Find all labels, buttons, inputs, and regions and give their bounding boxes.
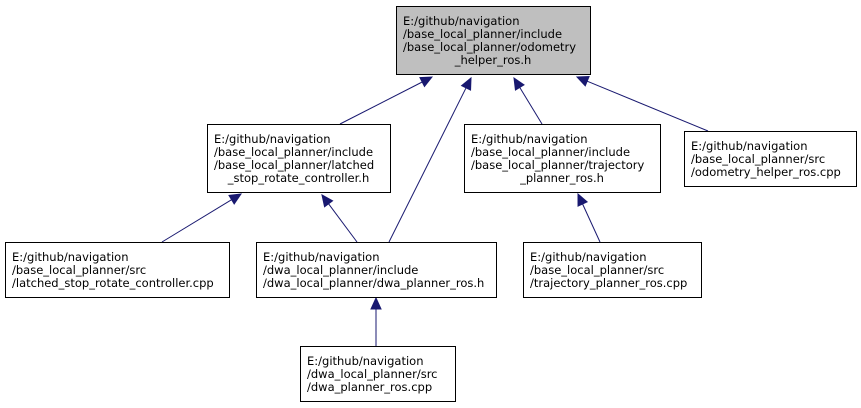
edge-arrowhead-icon	[577, 192, 589, 207]
edge-line	[161, 199, 232, 243]
node-box	[256, 242, 497, 298]
edge-arrowhead-icon	[321, 194, 334, 208]
edge-dwa_planner_ros_cpp-to-dwa_planner_ros_h	[370, 296, 382, 346]
edge-latched_stop_rotate_controller_cpp-to-latched_stop_rotate_controller_h	[161, 193, 243, 243]
node-label-line: /latched_stop_rotate_controller.cpp	[12, 276, 214, 290]
node-box	[396, 6, 591, 75]
nodes-layer: E:/github/navigation/base_local_planner/…	[5, 6, 857, 402]
node-label-line: /dwa_local_planner/include	[263, 263, 418, 277]
node-label-line: /base_local_planner/src	[530, 263, 664, 277]
node-label-line: E:/github/navigation	[403, 14, 519, 28]
node-trajectory_planner_ros_cpp[interactable]: E:/github/navigation/base_local_planner/…	[523, 242, 702, 298]
node-latched_stop_rotate_controller_h[interactable]: E:/github/navigation/base_local_planner/…	[207, 124, 391, 193]
node-dwa_planner_ros_cpp[interactable]: E:/github/navigation/dwa_local_planner/s…	[300, 346, 456, 402]
node-label-line: /base_local_planner/odometry	[403, 40, 576, 54]
edge-line	[328, 203, 358, 243]
edge-dwa_planner_ros_h-to-latched_stop_rotate_controller_h	[321, 194, 358, 243]
node-trajectory_planner_ros_h[interactable]: E:/github/navigation/base_local_planner/…	[464, 124, 661, 193]
node-label-line: /base_local_planner/include	[471, 145, 630, 159]
node-label-line: /base_local_planner/latched	[214, 158, 374, 172]
node-label-line: /base_local_planner/src	[691, 152, 825, 166]
edge-line	[586, 80, 709, 132]
edge-line	[388, 87, 467, 243]
edge-odometry_helper_ros_cpp-to-odometry_helper_ros_h	[575, 76, 709, 132]
edge-arrowhead-icon	[370, 296, 382, 310]
node-label-line: /base_local_planner/include	[403, 27, 562, 41]
node-label-line: E:/github/navigation	[214, 132, 330, 146]
node-dwa_planner_ros_h[interactable]: E:/github/navigation/dwa_local_planner/i…	[256, 242, 497, 298]
edge-line	[519, 87, 543, 125]
node-label-line: E:/github/navigation	[12, 250, 128, 264]
node-label-line: _stop_rotate_controller.h	[227, 171, 370, 185]
edge-dwa_planner_ros_h-to-odometry_helper_ros_h	[388, 76, 472, 243]
node-box	[300, 346, 456, 402]
edge-latched_stop_rotate_controller_h-to-odometry_helper_ros_h	[339, 76, 434, 125]
edge-arrowhead-icon	[228, 193, 243, 205]
edges-layer	[161, 76, 709, 346]
edge-arrowhead-icon	[575, 76, 590, 87]
node-latched_stop_rotate_controller_cpp[interactable]: E:/github/navigation/base_local_planner/…	[5, 242, 230, 298]
node-label-line: /base_local_planner/include	[214, 145, 373, 159]
node-label-line: _helper_ros.h	[454, 53, 532, 67]
node-box	[207, 124, 391, 193]
node-label-line: /dwa_planner_ros.cpp	[307, 380, 432, 394]
node-box	[464, 124, 661, 193]
node-label-line: E:/github/navigation	[530, 250, 646, 264]
node-box	[684, 131, 857, 187]
node-box	[523, 242, 702, 298]
edge-line	[339, 81, 423, 125]
node-label-line: /trajectory_planner_ros.cpp	[530, 276, 687, 290]
edge-line	[582, 203, 601, 243]
edge-arrowhead-icon	[419, 76, 434, 88]
node-label-line: E:/github/navigation	[307, 354, 423, 368]
node-label-line: E:/github/navigation	[471, 132, 587, 146]
node-label-line: E:/github/navigation	[263, 250, 379, 264]
node-odometry_helper_ros_h: E:/github/navigation/base_local_planner/…	[396, 6, 591, 75]
node-odometry_helper_ros_cpp[interactable]: E:/github/navigation/base_local_planner/…	[684, 131, 857, 187]
node-label-line: /dwa_local_planner/src	[307, 367, 438, 381]
edge-trajectory_planner_ros_cpp-to-trajectory_planner_ros_h	[577, 192, 601, 243]
edge-arrowhead-icon	[513, 76, 525, 91]
edge-trajectory_planner_ros_h-to-odometry_helper_ros_h	[513, 76, 543, 125]
node-label-line: E:/github/navigation	[691, 139, 807, 153]
node-label-line: _planner_ros.h	[519, 171, 604, 185]
edge-arrowhead-icon	[460, 76, 472, 91]
node-label-line: /dwa_local_planner/dwa_planner_ros.h	[263, 276, 484, 290]
node-label-line: /odometry_helper_ros.cpp	[691, 165, 841, 179]
node-box	[5, 242, 230, 298]
node-label-line: /base_local_planner/trajectory	[471, 158, 645, 172]
node-label-line: /base_local_planner/src	[12, 263, 146, 277]
